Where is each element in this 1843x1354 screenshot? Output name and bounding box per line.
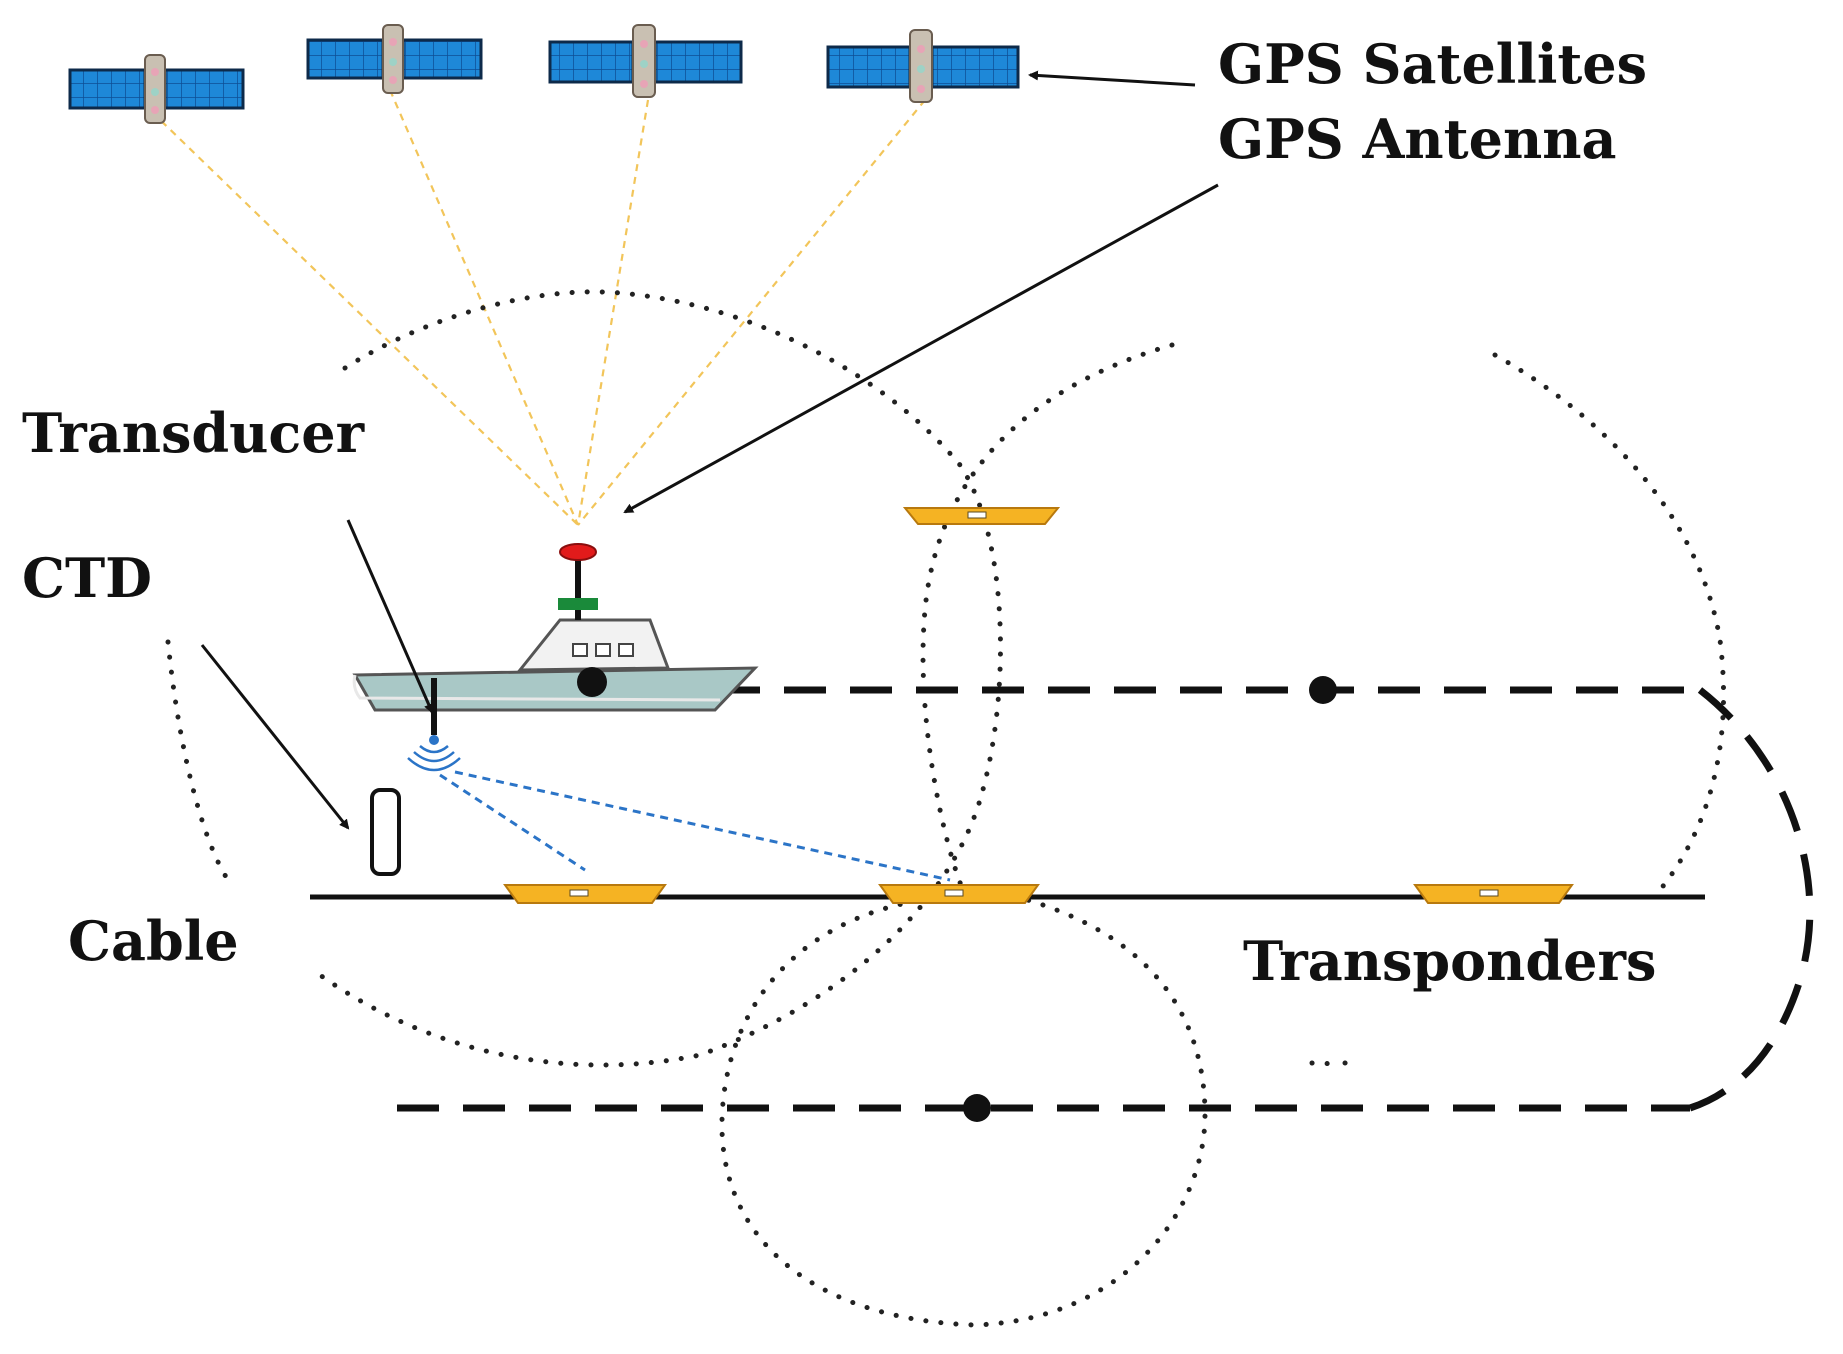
label-gps-antenna: GPS Antenna [1218,107,1617,171]
gps-satellite-4 [826,29,1020,103]
ctd-probe [370,788,401,876]
transponder-upper [902,507,1061,525]
transponder-left [503,884,667,904]
track-waypoint-lower [963,1094,991,1122]
vessel-reference-point [577,667,607,697]
gps-antenna-dome [559,543,597,561]
gps-satellite-2 [306,24,483,94]
ranging-circles [165,289,1727,1328]
label-transponders: Transponders [1243,929,1656,993]
label-cable: Cable [68,909,239,973]
track-waypoint-upper [1309,676,1337,704]
antenna-mount [558,598,598,610]
callout-arrows [200,70,1219,830]
transponder-right [1413,884,1574,904]
arrow-gps-antenna [623,183,1219,514]
survey-vessel [352,543,759,772]
arrow-gps-satellites [1028,70,1196,87]
transducer-head [429,735,439,745]
arrow-ctd [200,644,350,830]
transponder-center [878,884,1040,904]
acoustic-signal-lines [439,770,951,882]
label-transducer: Transducer [22,401,365,465]
vessel-cabin [516,618,671,672]
gps-satellite-1 [68,54,245,124]
arrow-transducer [346,519,434,714]
label-ctd: CTD [22,546,152,610]
gps-satellite-3 [548,24,743,98]
label-gps-satellites: GPS Satellites [1218,32,1647,96]
survey-track [397,676,1814,1122]
